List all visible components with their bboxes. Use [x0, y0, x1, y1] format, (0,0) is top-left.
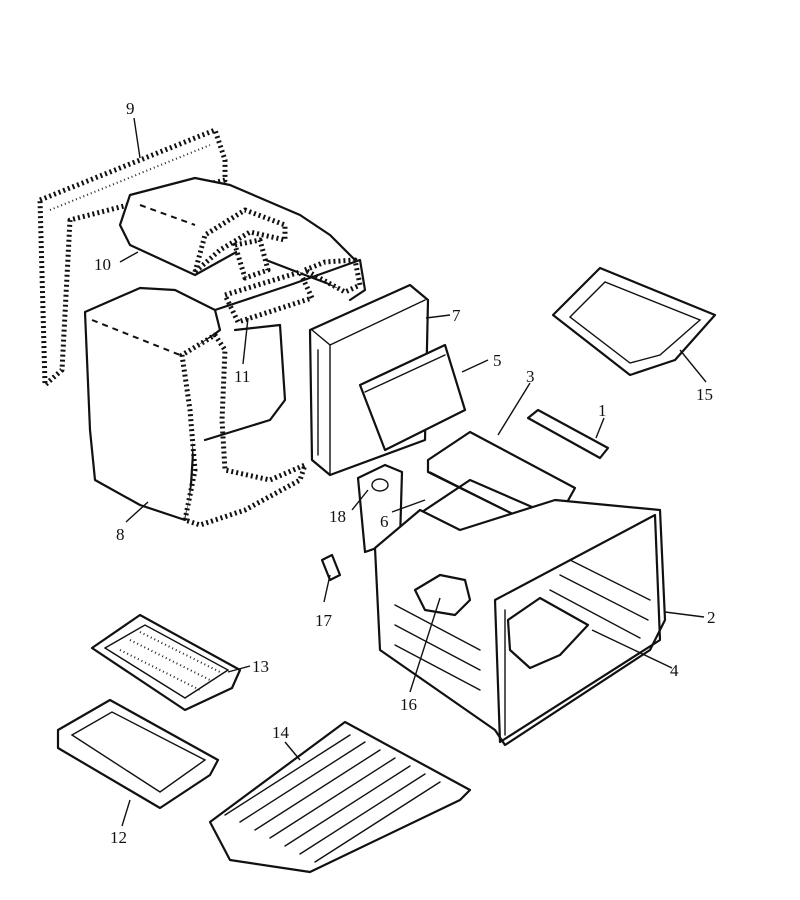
- label-10: 10: [94, 255, 111, 274]
- part-12-pan: [56, 698, 220, 810]
- part-15-frame: [551, 266, 717, 377]
- label-8: 8: [116, 525, 125, 544]
- part-1-bar: [526, 408, 610, 460]
- label-14: 14: [272, 723, 290, 742]
- label-16: 16: [400, 695, 417, 714]
- part-17-clip: [320, 553, 342, 582]
- label-1: 1: [598, 401, 607, 420]
- label-11: 11: [234, 367, 250, 386]
- label-3: 3: [526, 367, 535, 386]
- part-4-inner-tray: [506, 596, 590, 670]
- part-8-insulation-body: [83, 258, 367, 528]
- part-5-door-panel: [358, 343, 467, 452]
- part-10-insulation-top: [118, 176, 363, 295]
- label-6: 6: [380, 512, 389, 531]
- part-14-rack: [208, 720, 472, 874]
- label-15: 15: [696, 385, 713, 404]
- label-4: 4: [670, 661, 679, 680]
- label-5: 5: [493, 351, 502, 370]
- part-18-bracket: [356, 463, 404, 554]
- label-17: 17: [315, 611, 333, 630]
- label-9: 9: [126, 99, 135, 118]
- part-number-labels: 9 10 11 7 5 3 1 15 6 18 8 2 4 16 17 13 1…: [94, 99, 716, 847]
- label-12: 12: [110, 828, 127, 847]
- leader-lines: [119, 117, 707, 827]
- label-18: 18: [329, 507, 346, 526]
- part-13-grid-tray: [90, 613, 242, 712]
- label-7: 7: [452, 306, 461, 325]
- label-13: 13: [252, 657, 269, 676]
- label-2: 2: [707, 608, 716, 627]
